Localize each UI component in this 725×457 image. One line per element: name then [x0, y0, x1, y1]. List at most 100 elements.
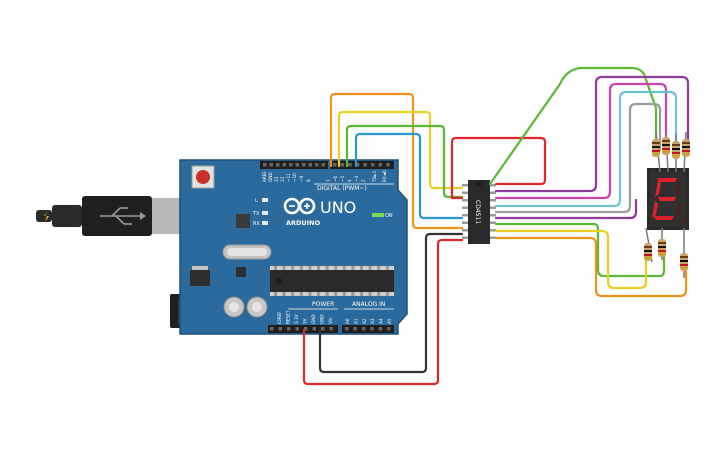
resistor-e[interactable] — [644, 243, 652, 261]
resistor-c[interactable] — [672, 141, 680, 159]
decoder-chip-label: CD4511 — [474, 200, 481, 224]
header-pin-hole[interactable] — [340, 163, 345, 167]
seven-segment-display[interactable]: E — [0, 0, 689, 230]
wire-black-gnd[interactable] — [318, 232, 464, 374]
digital-header-right — [330, 161, 394, 169]
segment-dp — [680, 218, 684, 222]
header-pin-hole[interactable] — [348, 163, 352, 167]
wire-green-pin5[interactable] — [345, 124, 464, 199]
analog-pin-label: A1 — [353, 318, 358, 324]
reset-button[interactable] — [191, 165, 215, 189]
header-pin-hole[interactable] — [282, 163, 287, 167]
header-pin-hole[interactable] — [263, 163, 267, 167]
digital-pin-label: TX►1 — [372, 170, 377, 183]
power-pin-hole[interactable] — [295, 327, 300, 331]
power-pin-hole[interactable] — [278, 327, 283, 331]
analog-pin-hole[interactable] — [345, 327, 349, 331]
header-pin-hole[interactable] — [321, 163, 326, 167]
resistor-d[interactable] — [682, 139, 690, 157]
analog-pin-label: A2 — [362, 318, 367, 324]
header-pin-hole[interactable] — [295, 163, 300, 167]
cd4511-decoder-chip[interactable]: CD4511 — [462, 180, 496, 244]
digital-pin-label: ~10 — [292, 173, 297, 182]
segment-c — [676, 201, 681, 218]
led-label-rx: RX — [253, 221, 260, 227]
header-pin-hole[interactable] — [333, 163, 337, 167]
led-l — [262, 198, 268, 202]
power-pin-hole[interactable] — [321, 327, 325, 331]
crystal-oscillator — [222, 244, 272, 260]
resistors-layer[interactable] — [644, 131, 690, 278]
analog-pin-hole[interactable] — [370, 327, 374, 331]
led-tx — [262, 211, 268, 215]
power-pin-hole[interactable] — [312, 327, 317, 331]
on-led — [372, 213, 384, 217]
power-pin-label: GND — [311, 314, 316, 324]
wire-cyan-seg-d[interactable] — [494, 90, 678, 208]
wire-green-seg-f[interactable] — [494, 222, 666, 278]
small-component — [236, 267, 246, 277]
wire-yellow-seg-g[interactable] — [494, 229, 648, 290]
digital-pin-label: ~3 — [354, 175, 359, 182]
power-pin-label: 3.3V — [294, 314, 299, 324]
header-pin-hole[interactable] — [276, 163, 280, 167]
wire-orange-pin7[interactable] — [329, 92, 464, 230]
analog-pin-hole[interactable] — [361, 327, 366, 331]
display-digit-value: E — [0, 0, 1, 1]
header-pin-hole[interactable] — [386, 163, 390, 167]
analog-pin-hole[interactable] — [378, 327, 383, 331]
wire-purple-seg-b[interactable] — [494, 75, 690, 193]
analog-pin-label: A0 — [345, 318, 350, 324]
digital-pin-label: 4 — [347, 179, 352, 182]
power-pin-label: 5V — [303, 318, 308, 324]
led-label-tx: TX — [252, 211, 260, 217]
atmega-microcontroller — [270, 266, 394, 296]
wire-pink-seg-c[interactable] — [494, 82, 668, 200]
power-pin-hole[interactable] — [329, 327, 334, 331]
wires-layer[interactable] — [302, 66, 690, 386]
header-pin-hole[interactable] — [269, 163, 274, 167]
segment-b — [676, 180, 681, 197]
header-pin-hole[interactable] — [355, 163, 360, 167]
capacitor-1 — [223, 296, 245, 318]
resistor-f[interactable] — [658, 239, 666, 257]
wire-yellow-pin6[interactable] — [337, 110, 464, 190]
wire-red-5v[interactable] — [302, 238, 464, 386]
resistor-a[interactable] — [652, 139, 660, 157]
power-pin-label: Vin — [328, 317, 333, 324]
wire-green-seg-a[interactable] — [488, 66, 658, 186]
analog-pin-hole[interactable] — [353, 327, 357, 331]
wire-blue-pin4[interactable] — [354, 132, 464, 220]
analog-header-label: ANALOG IN — [352, 301, 385, 308]
digital-pin-label: 13 — [274, 176, 279, 182]
resistor-g[interactable] — [680, 253, 688, 271]
header-pin-hole[interactable] — [378, 163, 383, 167]
header-pin-hole[interactable] — [371, 163, 375, 167]
header-pin-hole[interactable] — [315, 163, 319, 167]
wire-purple-common[interactable] — [494, 198, 638, 220]
digital-pin-label: ~6 — [333, 175, 338, 182]
header-pin-hole[interactable] — [302, 163, 306, 167]
power-pin-hole[interactable] — [304, 327, 308, 331]
digital-header-left — [260, 161, 328, 169]
header-pin-hole[interactable] — [308, 163, 313, 167]
capacitor-2 — [246, 296, 268, 318]
arduino-logo-icon — [283, 197, 316, 215]
power-pin-label: GND — [320, 314, 325, 324]
wire-gray-seg-e[interactable] — [494, 102, 662, 214]
analog-header — [342, 325, 394, 333]
power-pin-hole[interactable] — [270, 327, 274, 331]
resistor-b[interactable] — [662, 137, 670, 155]
power-pin-hole[interactable] — [287, 327, 291, 331]
analog-pin-hole[interactable] — [387, 327, 391, 331]
digital-pin-label: ~11 — [286, 173, 291, 182]
header-pin-hole[interactable] — [363, 163, 367, 167]
header-pin-hole[interactable] — [289, 163, 293, 167]
wire-red-loop[interactable] — [450, 136, 547, 200]
digital-pin-label: ~9 — [299, 175, 304, 182]
wire-orange-seg-dp[interactable] — [494, 236, 688, 298]
digital-pin-label: 8 — [306, 179, 311, 182]
on-led-label: ON — [385, 213, 393, 219]
